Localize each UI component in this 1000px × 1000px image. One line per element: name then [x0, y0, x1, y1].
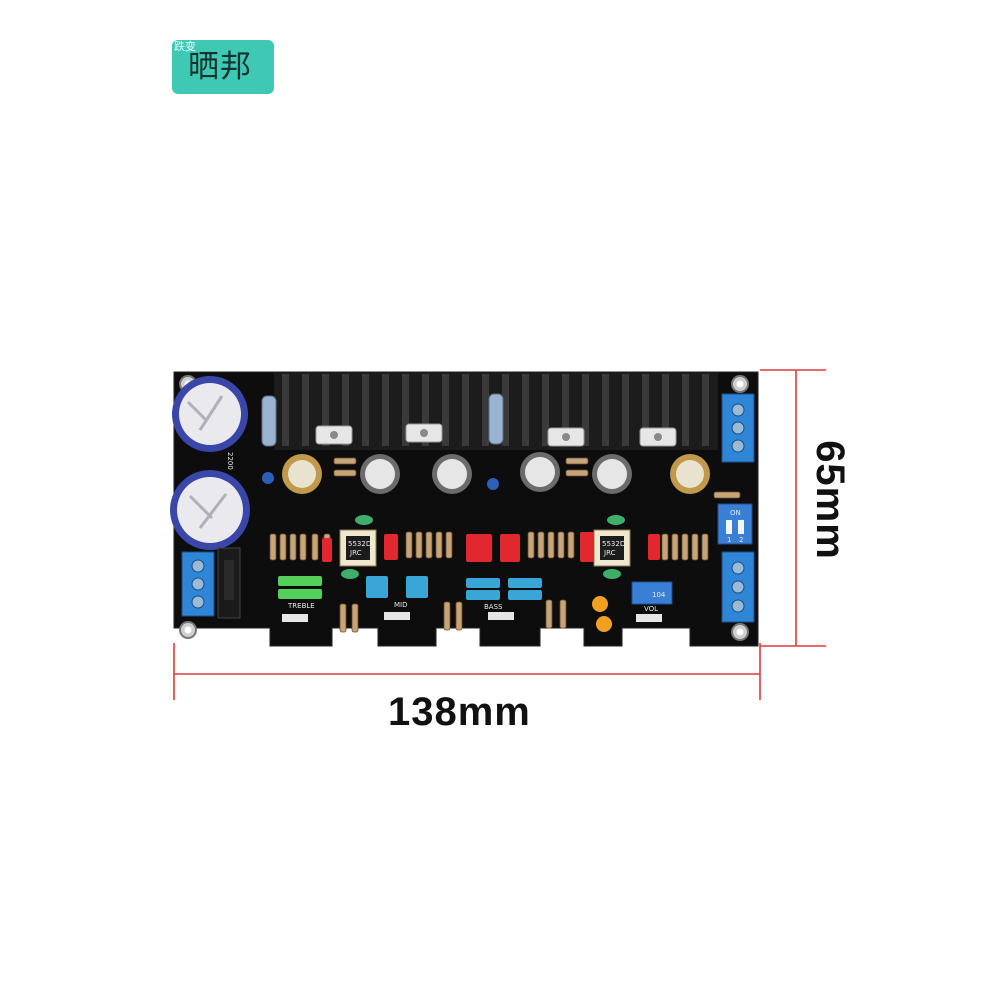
film-capacitors-green — [278, 576, 322, 599]
filter-capacitors — [262, 452, 710, 494]
film-capacitors-red — [322, 532, 660, 562]
cap-value-label: 2200 — [226, 452, 234, 470]
watermark-badge: 跌变 晒邦 — [172, 40, 274, 94]
height-dimension-label: 65mm — [808, 440, 852, 560]
chip-2-brand: JRC — [603, 549, 616, 557]
screw-terminals — [181, 393, 755, 623]
op-amp-chips: 5532D JRC 5532D JRC — [339, 515, 631, 579]
power-resistors — [261, 393, 504, 447]
dimension-lines — [173, 369, 826, 700]
width-dimension-label: 138mm — [388, 690, 531, 734]
dip-2-label: 2 — [739, 536, 743, 544]
header-connectors — [282, 612, 662, 622]
treble-label: TREBLE — [287, 602, 315, 610]
volume-trimmer: 104 — [631, 581, 673, 605]
chip-1-brand: JRC — [349, 549, 362, 557]
mid-label: MID — [394, 601, 408, 609]
dip-switch: ON 1 2 — [717, 503, 753, 545]
main-capacitors: 2200 — [170, 376, 250, 550]
watermark-main-text: 晒邦 — [188, 49, 252, 85]
vol-label: VOL — [644, 605, 658, 613]
watermark-sub-text: 跌变 — [174, 40, 196, 53]
chip-1-label: 5532D — [348, 540, 371, 548]
trimmer-value: 104 — [652, 591, 666, 599]
dip-on-label: ON — [730, 509, 741, 517]
dip-1-label: 1 — [727, 536, 731, 544]
tantalum-capacitors — [592, 596, 612, 632]
chip-2-label: 5532D — [602, 540, 625, 548]
film-capacitors-blue — [366, 576, 542, 600]
bass-label: BASS — [484, 603, 503, 611]
